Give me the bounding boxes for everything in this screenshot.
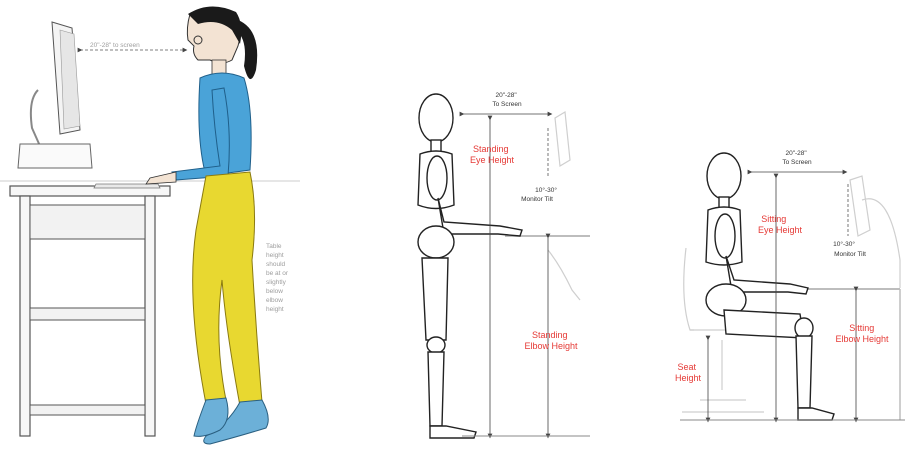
panel2-monitor-tilt-label: 10°-30° Monitor Tilt (521, 186, 559, 203)
panel3-seat-height-label: Seat Height (675, 362, 702, 383)
panel2-elbow-height-label: Standing Elbow Height (524, 330, 578, 351)
monitor-tilt-line: Monitor Tilt (521, 196, 553, 203)
sitting-mannequin-figure (706, 153, 834, 420)
seat-height-line: Seat (677, 362, 696, 372)
table-note-line: slightly (266, 279, 287, 286)
seat-height-line: Height (675, 373, 702, 383)
monitor-tilt-line: 10°-30° (535, 186, 557, 194)
eye-height-line: Sitting (761, 214, 786, 224)
panel2-distance-label: 20"-28" To Screen (492, 92, 522, 108)
table-note-line: height (266, 306, 284, 313)
elbow-height-line: Elbow Height (835, 334, 889, 344)
elbow-height-line: Elbow Height (524, 341, 578, 351)
standing-desk (10, 184, 170, 436)
elbow-height-line: Standing (532, 330, 568, 340)
distance-line: 20"-28" (785, 150, 807, 157)
panel1-table-note: Table height should be at or slightly be… (266, 243, 290, 313)
eye-height-line: Standing (473, 144, 509, 154)
table-note-line: elbow (266, 297, 283, 304)
distance-line: 20"-28" (495, 92, 517, 99)
table-note-line: below (266, 288, 283, 295)
elbow-height-line: Sitting (849, 323, 874, 333)
panel3-elbow-height-label: Sitting Elbow Height (835, 323, 889, 344)
distance-line: To Screen (492, 101, 522, 108)
monitor-illustration (18, 22, 92, 168)
panel3-distance-label: 20"-28" To Screen (782, 150, 812, 166)
panel2-eye-height-label: Standing Eye Height (470, 144, 515, 165)
panel1-distance-label: 20"-28" to screen (90, 42, 140, 49)
distance-line: To Screen (782, 159, 812, 166)
monitor-tilt-line: 10°-30° (833, 240, 855, 248)
eye-height-line: Eye Height (758, 225, 803, 235)
panel-sitting-mannequin (680, 153, 905, 420)
eye-height-line: Eye Height (470, 155, 515, 165)
panel3-eye-height-label: Sitting Eye Height (758, 214, 803, 235)
table-note-line: height (266, 252, 284, 259)
panel3-monitor-tilt-label: 10°-30° Monitor Tilt (833, 240, 866, 258)
table-note-line: should (266, 261, 286, 268)
table-note-line: Table (266, 243, 282, 250)
panel-standing-desk-scene (0, 6, 300, 444)
table-note-line: be at or (266, 270, 289, 277)
monitor-tilt-line: Monitor Tilt (834, 251, 866, 258)
standing-woman-figure (146, 6, 268, 444)
